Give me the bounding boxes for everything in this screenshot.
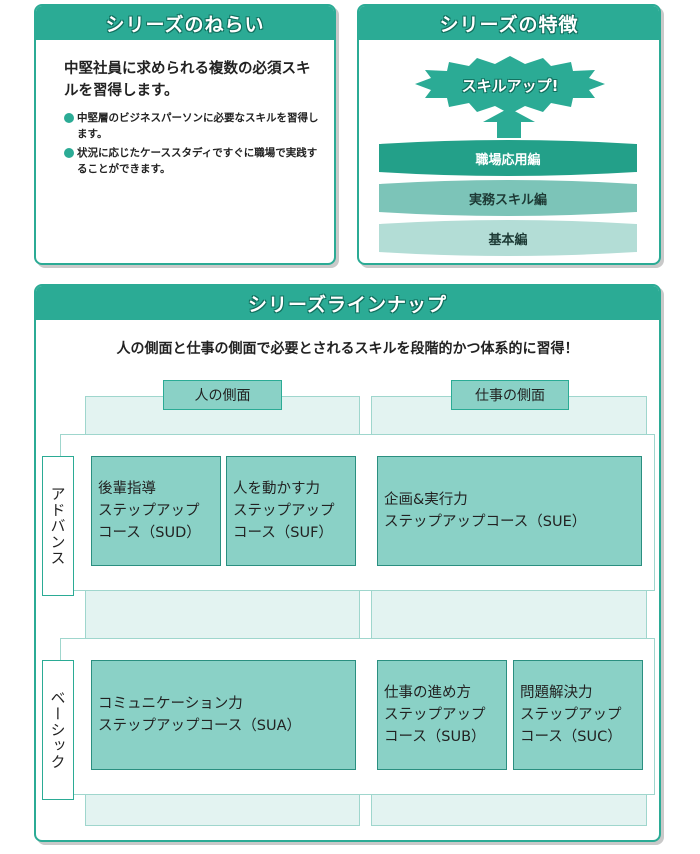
series-lineup-lead: 人の側面と仕事の側面で必要とされるスキルを段階的かつ体系的に習得！ (116, 341, 579, 357)
course-tile-sue[interactable]: 企画&実行力 ステップアップコース（SUE） (377, 456, 642, 566)
course-line: 仕事の進め方 (384, 685, 471, 701)
column-header-person: 人の側面 (163, 380, 282, 410)
course-line: 企画&実行力 (384, 492, 468, 508)
course-tile-sua[interactable]: コミュニケーション力 ステップアップコース（SUA） (91, 660, 356, 770)
aim-bullet-item: 中堅層のビジネスパーソンに必要なスキルを習得します。 (64, 110, 326, 142)
course-line: 後輩指導 (98, 481, 156, 497)
row-label-basic: ベーシック (42, 660, 74, 800)
course-tile-sub[interactable]: 仕事の進め方 ステップアップ コース（SUB） (377, 660, 507, 770)
level-basic-label: 基本編 (488, 232, 528, 248)
series-aim-title: シリーズのねらい (36, 6, 334, 40)
column-header-work: 仕事の側面 (451, 380, 569, 410)
course-line: 問題解決力 (520, 685, 593, 701)
course-line: コース（SUC） (520, 729, 622, 745)
aim-bullet-text: 中堅層のビジネスパーソンに必要なスキルを習得します。 (77, 112, 319, 140)
course-tile-suf[interactable]: 人を動かす力 ステップアップ コース（SUF） (226, 456, 356, 566)
course-line: コース（SUF） (233, 525, 333, 541)
aim-bullet-text: 状況に応じたケーススタディですぐに職場で実践することができます。 (77, 147, 318, 175)
series-aim-lead: 中堅社員に求められる複数の必須スキルを習得します。 (64, 61, 311, 99)
course-line: ステップアップ (98, 503, 200, 519)
course-tile-suc[interactable]: 問題解決力 ステップアップ コース（SUC） (513, 660, 643, 770)
series-feature-title: シリーズの特徴 (359, 6, 659, 40)
bullet-dot-icon (64, 113, 74, 123)
course-line: ステップアップ (233, 503, 335, 519)
aim-bullet-item: 状況に応じたケーススタディですぐに職場で実践することができます。 (64, 145, 326, 177)
course-line: コース（SUB） (384, 729, 486, 745)
level-practical: 実務スキル編 (379, 180, 637, 216)
series-lineup-panel: シリーズラインナップ 人の側面と仕事の側面で必要とされるスキルを段階的かつ体系的… (34, 284, 661, 842)
course-line: ステップアップ (384, 707, 486, 723)
course-line: 人を動かす力 (233, 481, 320, 497)
course-tile-sud[interactable]: 後輩指導 ステップアップ コース（SUD） (91, 456, 221, 566)
skill-up-label: スキルアップ! (461, 76, 559, 95)
bullet-dot-icon (64, 148, 74, 158)
series-feature-panel: シリーズの特徴 スキルアップ! 職場応用編 実務スキル編 基本編 (357, 4, 661, 265)
series-lineup-title: シリーズラインナップ (36, 286, 659, 320)
series-aim-bullets: 中堅層のビジネスパーソンに必要なスキルを習得します。 状況に応じたケーススタディ… (64, 110, 326, 180)
course-line: ステップアップコース（SUE） (384, 514, 587, 530)
course-line: コース（SUD） (98, 525, 201, 541)
starburst-icon (415, 56, 605, 114)
row-label-advanced: アドバンス (42, 456, 74, 596)
course-line: ステップアップコース（SUA） (98, 718, 302, 734)
series-aim-panel: シリーズのねらい 中堅社員に求められる複数の必須スキルを習得します。 中堅層のビ… (34, 4, 336, 265)
course-line: ステップアップ (520, 707, 622, 723)
course-line: コミュニケーション力 (98, 696, 243, 712)
level-practical-label: 実務スキル編 (468, 192, 547, 208)
level-basic: 基本編 (379, 220, 637, 256)
up-arrow-icon (483, 108, 535, 138)
level-applied-label: 職場応用編 (475, 152, 541, 168)
level-applied: 職場応用編 (379, 140, 637, 176)
